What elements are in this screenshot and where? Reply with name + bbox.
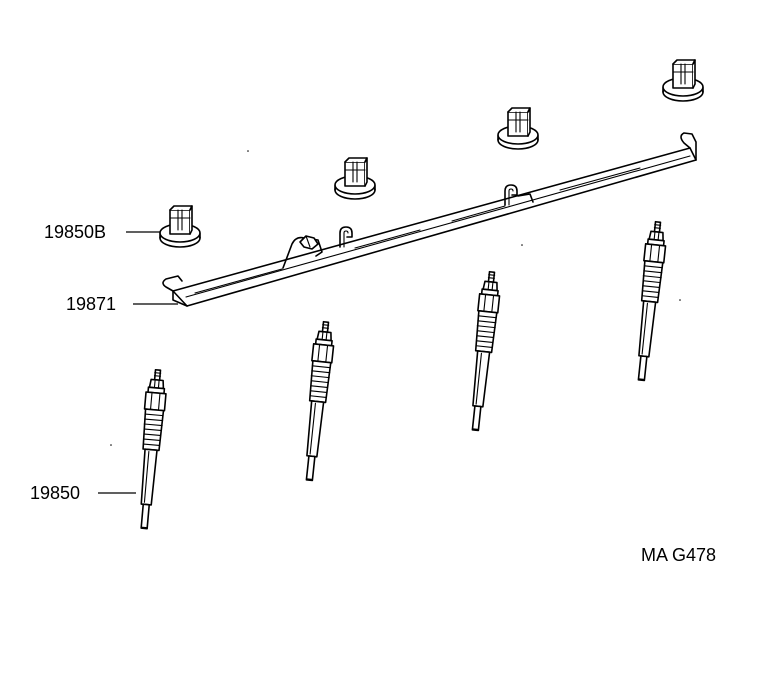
- glow-plug-1: [133, 368, 169, 531]
- label-glow-plug: 19850: [30, 483, 136, 503]
- glow-plug-3: [464, 270, 503, 432]
- label-19871-text: 19871: [66, 294, 116, 314]
- connector-bar: [162, 132, 697, 307]
- label-clamp-nut: 19850B: [44, 222, 160, 242]
- clamp-nut-1: [159, 205, 201, 248]
- glow-plug-2: [298, 320, 337, 482]
- label-19850b-text: 19850B: [44, 222, 106, 242]
- label-19850-text: 19850: [30, 483, 80, 503]
- label-connector-bar: 19871: [66, 294, 178, 314]
- clamp-nut-3: [497, 107, 539, 150]
- glow-plug-4: [630, 220, 669, 382]
- clamp-nut-2: [334, 157, 376, 200]
- clamp-nut-4: [662, 59, 704, 102]
- figure-code: MA G478: [641, 545, 716, 565]
